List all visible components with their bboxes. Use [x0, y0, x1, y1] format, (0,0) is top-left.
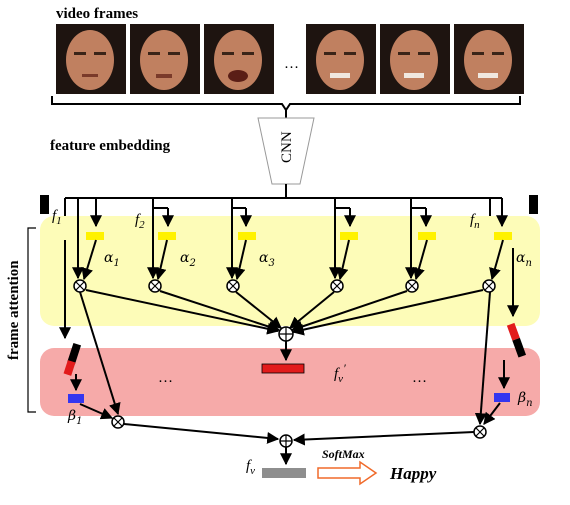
fv-prime-box [261, 363, 305, 374]
sum-node [278, 326, 294, 342]
cnn-block [257, 117, 315, 185]
video-frame [380, 24, 450, 94]
alpha-score-box [238, 232, 256, 240]
f1-label: f1 [52, 208, 62, 227]
frame-attention-label: frame attention [6, 260, 22, 360]
relation-branch-right [473, 248, 527, 439]
multiply-node [148, 279, 162, 293]
alpha2-label: α2 [180, 250, 196, 269]
fv-label: fv [246, 458, 255, 477]
video-frames-label: video frames [56, 6, 138, 22]
alpha-score-box [494, 232, 512, 240]
video-frame-thumbnails: … [56, 24, 524, 94]
frames-brace [51, 96, 521, 112]
video-frame [56, 24, 126, 94]
frame-unit [226, 207, 256, 281]
multiply-node [73, 279, 87, 293]
relation-ellipsis-left: … [158, 370, 173, 386]
frames-ellipsis: … [284, 56, 299, 72]
video-frame [306, 24, 376, 94]
multiply-node [111, 415, 125, 429]
frame-unit [72, 198, 104, 281]
video-frame [454, 24, 524, 94]
f2-label: f2 [135, 212, 145, 231]
beta1-label: β1 [67, 408, 82, 427]
fv-prime-label: fv′ [334, 361, 346, 385]
relation-ellipsis-right: … [412, 370, 427, 386]
feature-embedding-label: feature embedding [50, 138, 171, 154]
softmax-arrow [317, 460, 378, 486]
softmax-label: SoftMax [322, 447, 365, 461]
sequence-end-marker [529, 195, 538, 214]
frame-unit [329, 207, 358, 281]
multiply-node [405, 279, 419, 293]
fv-box [262, 468, 306, 478]
multiply-node [226, 279, 240, 293]
relation-branch-left [59, 240, 125, 429]
frame-unit [489, 197, 512, 281]
attention-band [40, 216, 540, 326]
concat-block [506, 322, 527, 358]
alphan-label: αn [516, 250, 532, 269]
multiply-node [482, 279, 496, 293]
frame-unit [405, 207, 436, 281]
concat-block [63, 342, 82, 376]
frame-unit [147, 207, 176, 281]
video-frame [204, 24, 274, 94]
betan-label: βn [517, 390, 533, 409]
multiply-node [330, 279, 344, 293]
alpha1-label: α1 [104, 250, 120, 269]
multiply-node [473, 425, 487, 439]
cnn-label: CNN [279, 131, 295, 163]
frame-attention-bracket [27, 227, 36, 413]
relation-attention-band [40, 348, 540, 416]
sum-node [279, 434, 293, 448]
alpha-score-box [158, 232, 176, 240]
video-frame [130, 24, 200, 94]
fn-label: fn [470, 212, 480, 231]
sequence-start-marker [40, 195, 49, 214]
alpha3-label: α3 [259, 250, 275, 269]
alpha-score-box [418, 232, 436, 240]
alpha-score-box [340, 232, 358, 240]
beta-score-box [68, 394, 84, 403]
result-label: Happy [389, 464, 437, 483]
beta-score-box [494, 393, 510, 402]
alpha-score-box [86, 232, 104, 240]
